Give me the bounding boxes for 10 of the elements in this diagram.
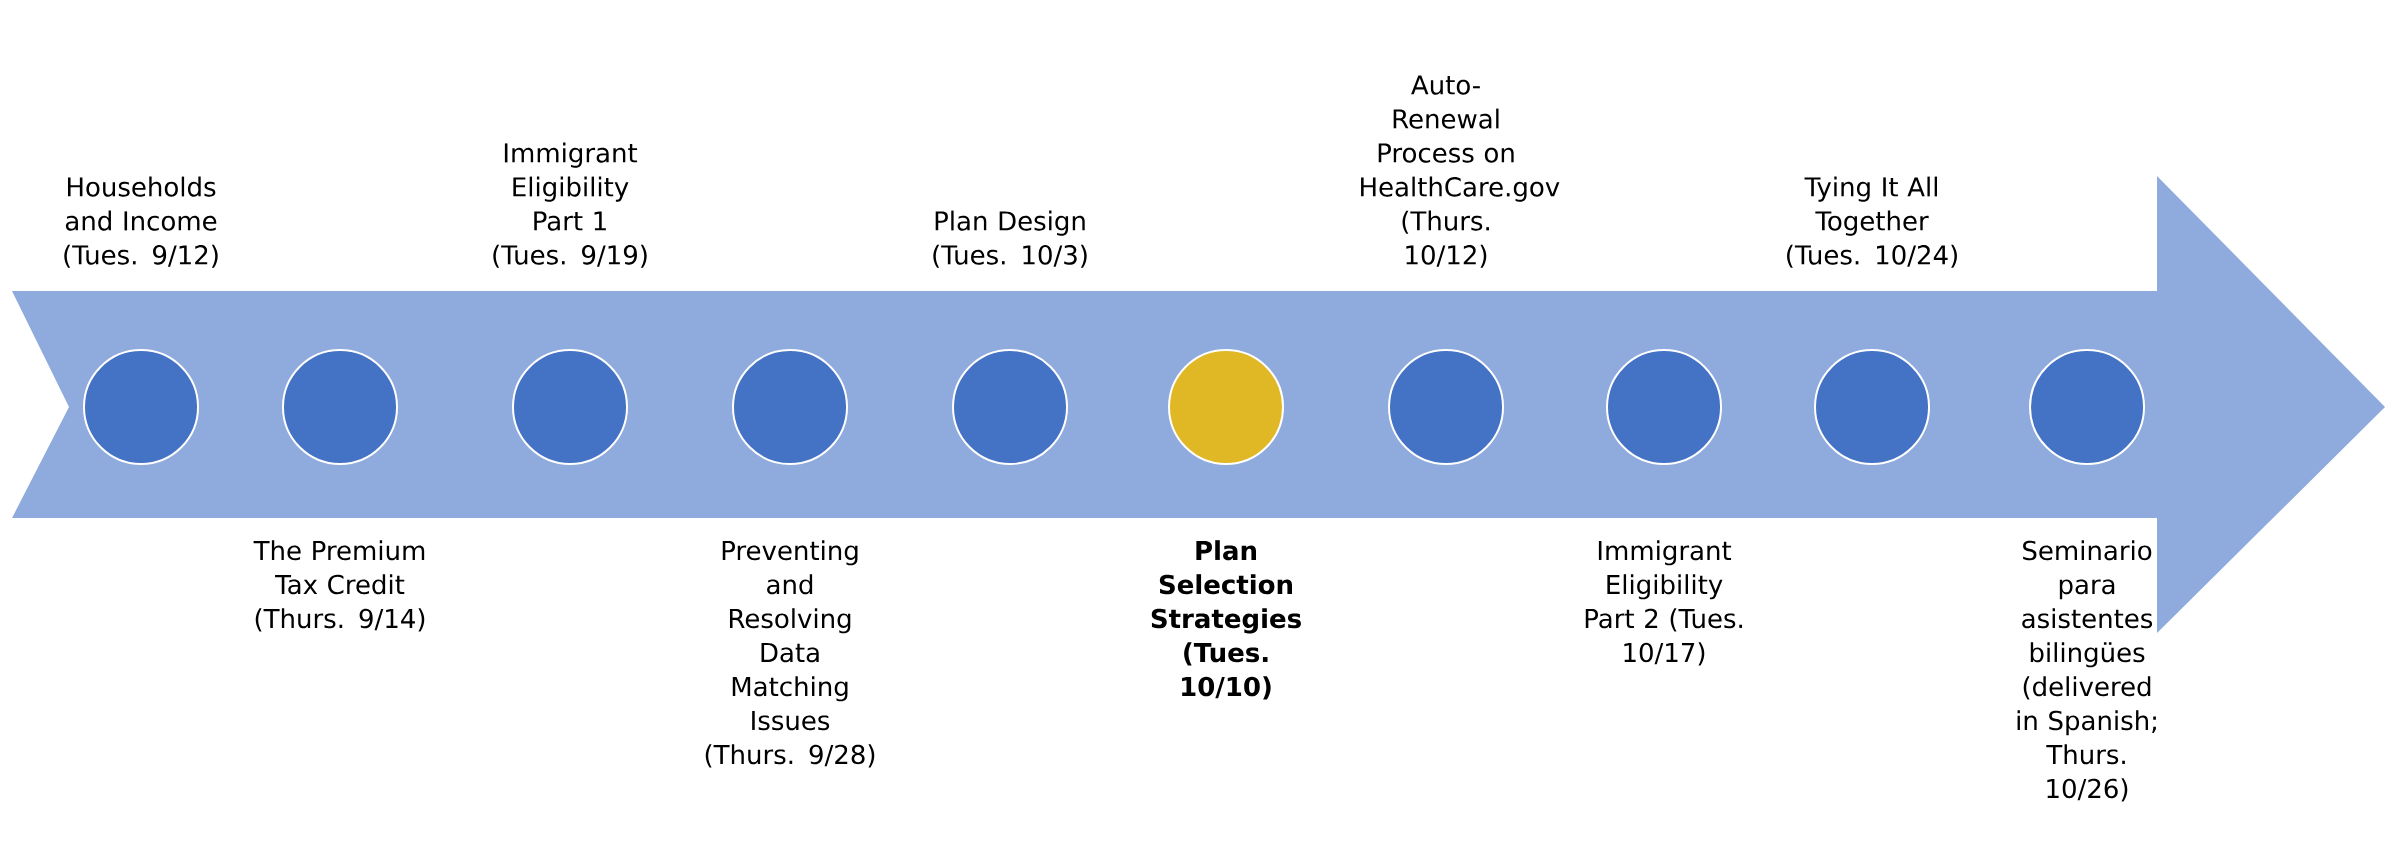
event-label: Plan Selection Strategies (Tues. 10/10) [1151, 540, 1301, 700]
event-label: Immigrant Eligibility Part 1 (Tues. 9/19) [493, 142, 647, 268]
event-label: Households and Income (Tues. 9/12) [64, 176, 218, 268]
event-label: Preventing and Resolving Data Matching Issues (Thurs. 9/28) [705, 540, 875, 768]
event-label: Auto-Renewal Process on HealthCare.gov (Thurs. 10/12) [1361, 75, 1560, 268]
event-label: Seminario para asistentes bilingües (delivered in Spanish; Thurs. 10/26) [2017, 540, 2156, 802]
event-label: The Premium Tax Credit (Thurs. 9/14) [253, 540, 425, 632]
event-label: Immigrant Eligibility Part 2 (Tues. 10/17) [1585, 540, 1742, 666]
event-label: Tying It All Together (Tues. 10/24) [1787, 176, 1957, 268]
event-label: Plan Design (Tues. 10/3) [933, 210, 1087, 268]
